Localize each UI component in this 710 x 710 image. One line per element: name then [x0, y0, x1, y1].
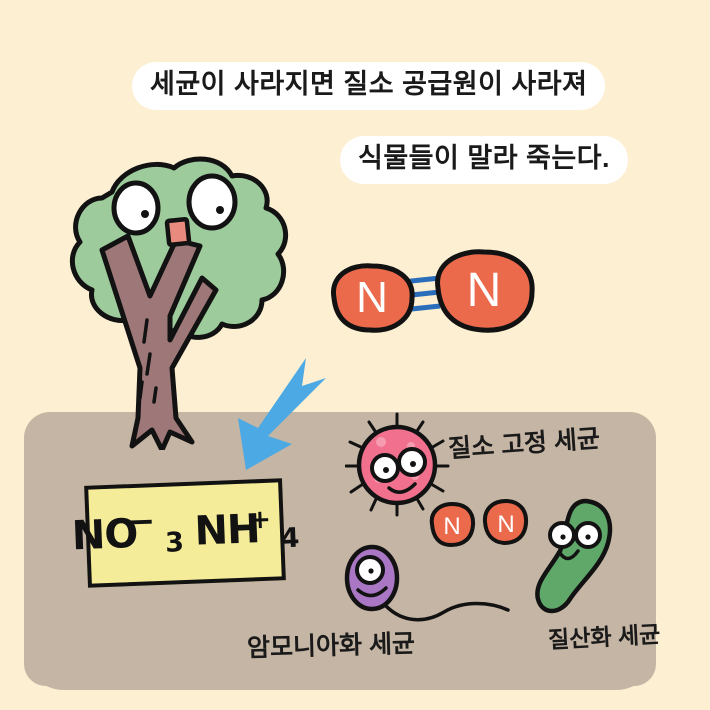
- formula-ammonium-sub: 4: [280, 522, 300, 554]
- free-nitrogen-atom-1-label: N: [443, 513, 460, 540]
- bacterium-eyes: [370, 447, 427, 483]
- nitrogen-atom-left-label: N: [356, 273, 388, 322]
- nitrogen-atom-right-label: N: [467, 264, 502, 317]
- bacterium-flagellum: [384, 601, 510, 622]
- bacterium-eyes: [548, 521, 602, 549]
- formula-ammonium-charge: +: [248, 504, 271, 536]
- tree-mouth: [164, 216, 192, 248]
- arrow-shape: [238, 358, 326, 470]
- formula-nitrate-sub: 3: [164, 526, 184, 559]
- ammonifying-bacterium: [340, 540, 530, 630]
- soil-nutrients-note: NO−3 NH+4: [71, 478, 299, 588]
- tree-bark-lines: [138, 318, 158, 404]
- nitrogen-fixing-bacterium: [344, 412, 450, 517]
- nitrogen-atom-left: [331, 263, 415, 333]
- label-ammonifying-bacterium: 암모니아화 세균: [246, 629, 416, 663]
- note-formula-row: NO−3 NH+4: [71, 482, 299, 583]
- title-line-1: 세균이 사라지면 질소 공급원이 사라져: [132, 62, 606, 111]
- bacterium-mouth: [387, 482, 417, 494]
- bacterium-mouth: [356, 586, 388, 598]
- soil-bottom-edge: [24, 640, 656, 690]
- tree-character: [40, 150, 300, 450]
- free-nitrogen-atom-2-label: N: [497, 511, 514, 538]
- label-nitrifying-bacterium: 질산화 세균: [547, 621, 661, 653]
- free-nitrogen-atom-2: N: [482, 498, 530, 546]
- free-nitrogen-atom-1: N: [428, 500, 476, 548]
- formula-nitrate: NO−3: [71, 501, 184, 562]
- formula-ammonium: NH+4: [194, 504, 299, 557]
- nitrogen-atom-right: [435, 249, 535, 333]
- formula-nitrate-charge: −: [126, 500, 156, 542]
- nitrifying-bacterium: [530, 495, 640, 625]
- nitrogen-gas-molecule: N N: [320, 240, 550, 360]
- bacterium-mouth: [558, 549, 580, 561]
- tree-eyes: [111, 173, 238, 236]
- downward-arrow: [222, 352, 342, 477]
- title-line-2: 식물들이 말라 죽는다.: [340, 136, 629, 185]
